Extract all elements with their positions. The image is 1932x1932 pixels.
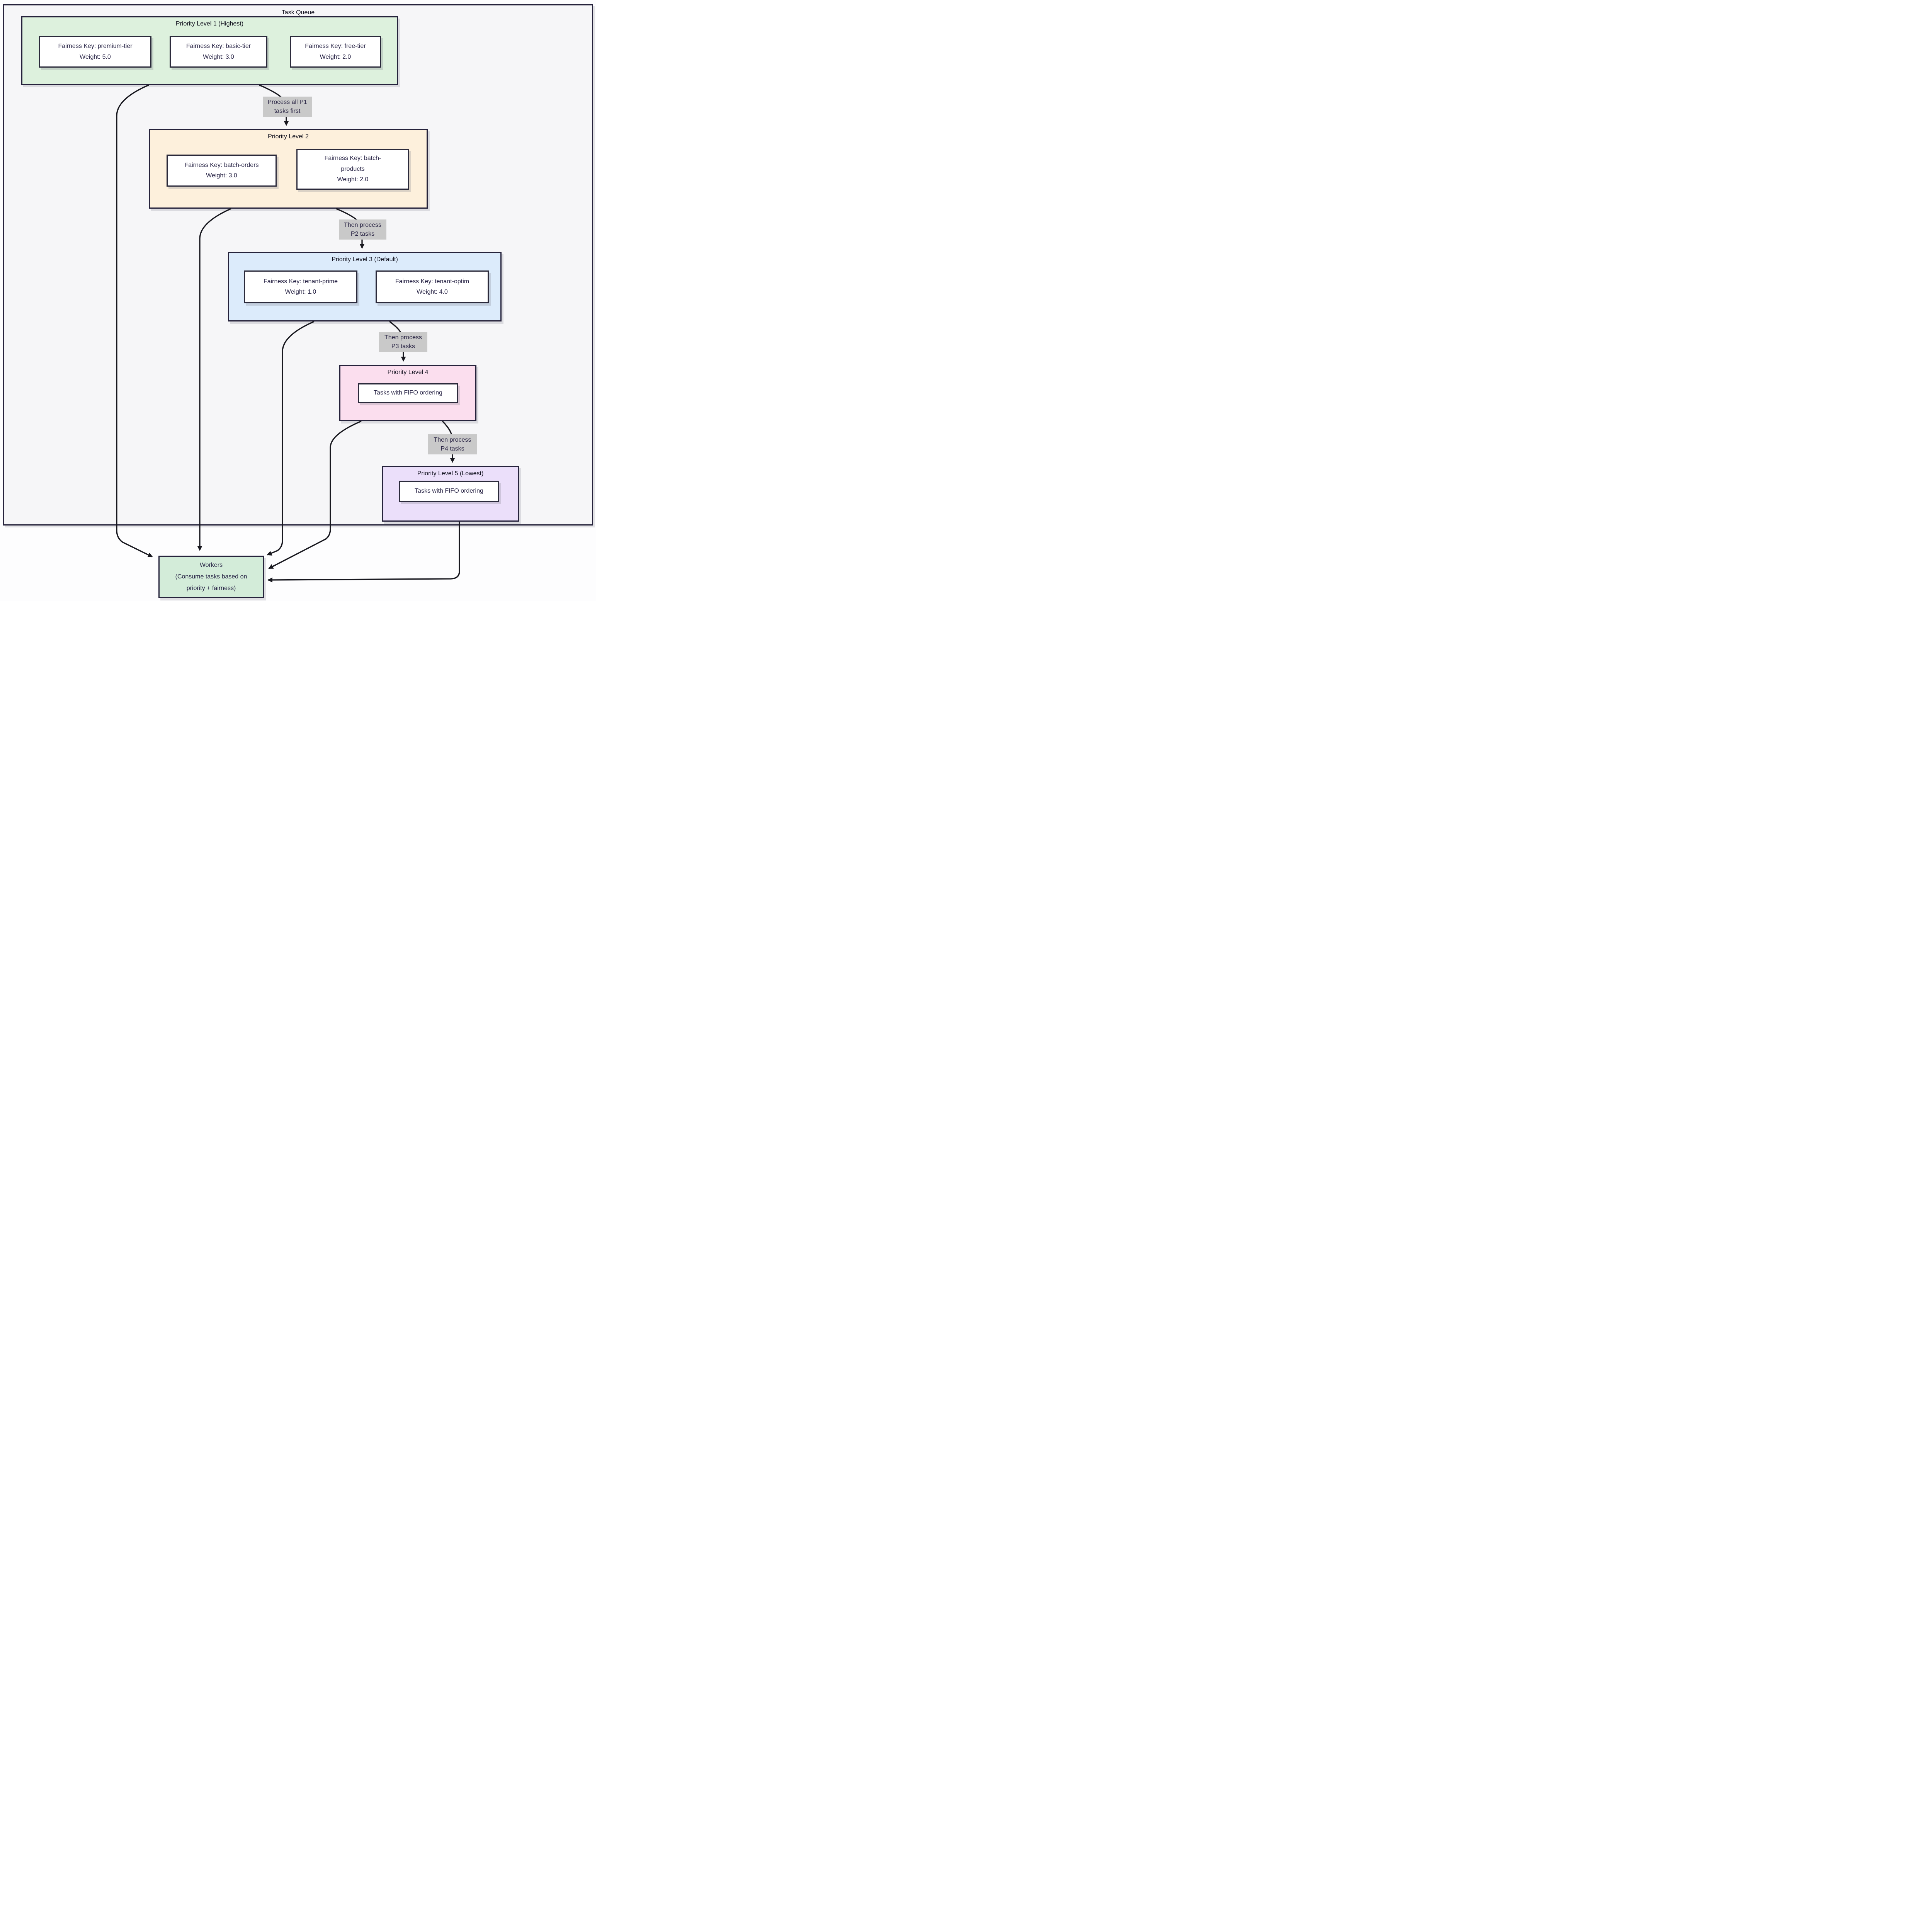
- node-batch-orders: Fairness Key: batch-orders Weight: 3.0: [167, 155, 277, 187]
- node-fifo-p4: Tasks with FIFO ordering: [358, 383, 458, 403]
- group-priority-level-4-title: Priority Level 4: [387, 369, 429, 376]
- group-priority-level-3: Priority Level 3 (Default) Fairness Key:…: [228, 252, 502, 321]
- node-line: Tasks with FIFO ordering: [374, 389, 442, 396]
- node-line: Weight: 5.0: [80, 53, 111, 60]
- edge-label-line: P2 tasks: [350, 230, 375, 237]
- node-line: Fairness Key: basic-tier: [186, 43, 251, 50]
- edge-label-line: Then process: [344, 221, 381, 228]
- node-basic-tier: Fairness Key: basic-tier Weight: 3.0: [170, 36, 267, 68]
- edge-label-process-p2: Then process P2 tasks: [339, 219, 386, 240]
- group-priority-level-5: Priority Level 5 (Lowest) Tasks with FIF…: [382, 466, 519, 522]
- group-priority-level-5-title: Priority Level 5 (Lowest): [417, 470, 484, 477]
- node-line: Weight: 4.0: [417, 289, 448, 295]
- node-line: Weight: 2.0: [320, 53, 351, 60]
- node-premium-tier: Fairness Key: premium-tier Weight: 5.0: [39, 36, 151, 68]
- node-line: Fairness Key: tenant-prime: [263, 278, 338, 285]
- edge-label-line: P4 tasks: [440, 445, 464, 452]
- workers-node: Workers (Consume tasks based on priority…: [158, 556, 264, 598]
- group-priority-level-4: Priority Level 4 Tasks with FIFO orderin…: [339, 365, 476, 421]
- group-priority-level-2: Priority Level 2 Fairness Key: batch-ord…: [149, 129, 428, 209]
- edge-label-process-p1: Process all P1 tasks first: [263, 97, 312, 117]
- edge-label-line: Process all P1: [267, 99, 307, 105]
- node-tenant-optim: Fairness Key: tenant-optim Weight: 4.0: [376, 270, 489, 303]
- node-line: Fairness Key: batch-orders: [184, 162, 259, 168]
- workers-line: priority + fairness): [186, 585, 236, 592]
- node-line: Weight: 1.0: [285, 289, 316, 295]
- edge-label-process-p3: Then process P3 tasks: [379, 332, 427, 352]
- diagram-canvas: Task Queue Priority Level 1 (Highest) Fa…: [0, 0, 596, 601]
- edge-label-line: P3 tasks: [391, 343, 415, 350]
- group-priority-level-1: Priority Level 1 (Highest) Fairness Key:…: [21, 16, 398, 85]
- node-line: Fairness Key: premium-tier: [58, 43, 133, 50]
- node-line: Weight: 2.0: [337, 176, 369, 183]
- group-priority-level-3-title: Priority Level 3 (Default): [332, 256, 398, 263]
- workers-line: Workers: [199, 562, 223, 568]
- edge-label-line: tasks first: [274, 107, 301, 114]
- node-line: Fairness Key: batch-: [324, 155, 381, 162]
- node-line: products: [341, 165, 365, 172]
- workers-line: (Consume tasks based on: [175, 573, 247, 580]
- group-priority-level-2-title: Priority Level 2: [268, 133, 309, 140]
- node-batch-products: Fairness Key: batch- products Weight: 2.…: [296, 149, 409, 190]
- node-line: Weight: 3.0: [206, 172, 237, 179]
- edge-label-line: Then process: [384, 334, 422, 341]
- edge-p5-to-workers: [267, 522, 460, 583]
- edge-label-line: Then process: [434, 436, 471, 443]
- node-free-tier: Fairness Key: free-tier Weight: 2.0: [290, 36, 381, 68]
- node-tenant-prime: Fairness Key: tenant-prime Weight: 1.0: [244, 270, 357, 303]
- node-fifo-p5: Tasks with FIFO ordering: [399, 481, 499, 502]
- node-line: Fairness Key: free-tier: [305, 43, 366, 50]
- node-line: Tasks with FIFO ordering: [415, 488, 483, 495]
- edge-label-process-p4: Then process P4 tasks: [428, 434, 477, 454]
- task-queue-title: Task Queue: [281, 9, 315, 16]
- group-priority-level-1-title: Priority Level 1 (Highest): [175, 20, 244, 27]
- node-line: Weight: 3.0: [203, 53, 234, 60]
- node-line: Fairness Key: tenant-optim: [395, 278, 469, 285]
